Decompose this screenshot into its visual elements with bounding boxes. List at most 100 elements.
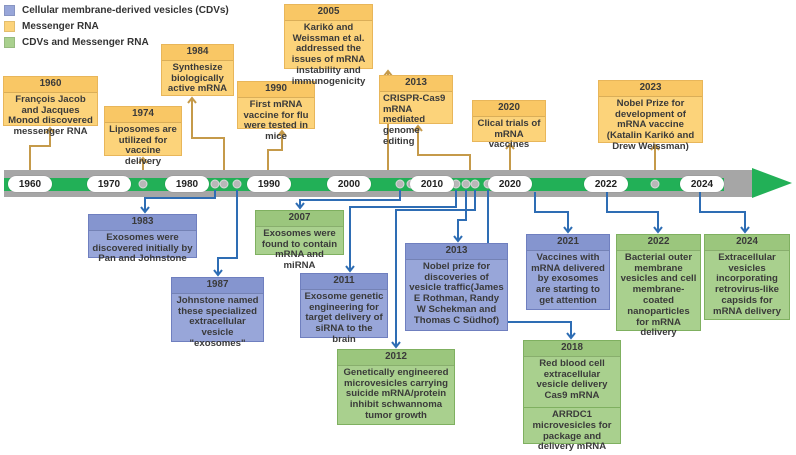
event-year: 2020 (473, 101, 545, 117)
connector-2011 (349, 190, 457, 271)
connector-2007 (299, 190, 401, 208)
legend-label-cdv: Cellular membrane-derived vesicles (CDVs… (22, 4, 229, 16)
timeline-arrow-head (752, 168, 792, 198)
event-year: 2024 (705, 235, 789, 251)
connector-2013-crispr (417, 126, 471, 170)
event-card-2018: 2018 Red blood cell extracellular vesicl… (523, 340, 621, 452)
event-year: 1987 (172, 278, 263, 294)
connector-2013-nobel (457, 190, 467, 241)
connector-1990 (267, 131, 283, 170)
event-year: 1983 (89, 215, 196, 231)
legend-swatch-cdv (4, 4, 15, 16)
timeline-event-dot (210, 179, 220, 189)
event-text: Extracellular vesicles incorporating ret… (713, 251, 781, 317)
event-card-2024: 2024 Extracellular vesicles incorporatin… (704, 234, 790, 320)
connector-1984 (191, 98, 225, 170)
event-year: 2018 (524, 341, 620, 357)
legend-item-cdv: Cellular membrane-derived vesicles (CDVs… (4, 2, 229, 18)
arrow-down-icon (140, 206, 150, 214)
event-text: Exosome genetic engineering for target d… (304, 290, 384, 345)
arrow-up-icon (187, 96, 197, 104)
event-year: 1960 (4, 77, 97, 93)
event-text: First mRNA vaccine for flu were tested i… (243, 98, 309, 143)
event-card-2021: 2021 Vaccines with mRNA delivered by exo… (526, 234, 610, 310)
event-text-extra: ARRDC1 microvesicles for package and del… (524, 406, 620, 455)
connector-2021 (534, 192, 569, 232)
event-year: 2011 (301, 274, 387, 290)
connector-1960 (29, 128, 51, 170)
legend-item-mrna: Messenger RNA (4, 18, 229, 34)
arrow-up-icon (383, 69, 393, 77)
event-year: 2013 (406, 244, 507, 260)
event-year: 2023 (599, 81, 702, 97)
connector-1983 (144, 190, 216, 212)
legend-swatch-both (4, 36, 15, 48)
connector-2012 (395, 190, 476, 347)
timeline-event-dot (395, 179, 405, 189)
axis-label-2010: 2010 (410, 176, 454, 192)
arrow-up-icon (138, 156, 148, 164)
event-card-2005: 2005 Karikó and Weissman et al. addresse… (284, 4, 373, 87)
event-text: CRISPR-Cas9 mRNA mediated genome editing (383, 92, 446, 147)
event-year: 2012 (338, 350, 454, 366)
arrow-up-icon (45, 126, 55, 134)
event-text: Genetically engineered microvesicles car… (343, 366, 449, 421)
event-text: Liposomes are utilized for vaccine deliv… (109, 123, 177, 168)
event-year: 2007 (256, 211, 343, 227)
event-card-2012: 2012 Genetically engineered microvesicle… (337, 349, 455, 425)
axis-label-1960: 1960 (8, 176, 52, 192)
axis-label-2020: 2020 (488, 176, 532, 192)
axis-label-1970: 1970 (87, 176, 131, 192)
connector-2024 (699, 192, 746, 232)
event-year: 2013 (380, 76, 452, 92)
event-year: 1990 (238, 82, 314, 98)
timeline-event-dot (461, 179, 471, 189)
event-text: François Jacob and Jacques Monod discove… (8, 93, 93, 138)
event-text: Bacterial outer membrane vesicles and ce… (620, 251, 697, 339)
arrow-down-icon (566, 332, 576, 340)
event-text: Nobel prize for discoveries of vesicle t… (409, 260, 504, 326)
legend-label-both: CDVs and Messenger RNA (22, 36, 149, 48)
event-text: Karikó and Weissman et al. addressed the… (291, 21, 366, 87)
arrow-up-icon (413, 124, 423, 132)
legend-label-mrna: Messenger RNA (22, 20, 99, 32)
axis-label-2024: 2024 (680, 176, 724, 192)
event-year: 2021 (527, 235, 609, 251)
legend-swatch-mrna (4, 20, 15, 32)
event-year: 1984 (162, 45, 233, 61)
timeline-event-dot (650, 179, 660, 189)
arrow-down-icon (391, 341, 401, 349)
axis-label-1990: 1990 (247, 176, 291, 192)
axis-label-2000: 2000 (327, 176, 371, 192)
arrow-down-icon (740, 226, 750, 234)
event-card-1990: 1990 First mRNA vaccine for flu were tes… (237, 81, 315, 142)
event-text: Vaccines with mRNA delivered by exosomes… (531, 251, 605, 306)
event-card-2013-nobel: 2013 Nobel prize for discoveries of vesi… (405, 243, 508, 331)
arrow-up-icon (650, 143, 660, 151)
timeline-event-dot (219, 179, 229, 189)
event-text: Red blood cell extracellular vesicle del… (536, 357, 608, 402)
arrow-down-icon (563, 226, 573, 234)
arrow-down-icon (653, 226, 663, 234)
event-card-2011: 2011 Exosome genetic engineering for tar… (300, 273, 388, 345)
event-card-2007: 2007 Exosomes were found to contain mRNA… (255, 210, 344, 271)
event-card-2013-crispr: 2013 CRISPR-Cas9 mRNA mediated genome ed… (379, 75, 453, 147)
arrow-down-icon (213, 269, 223, 277)
event-card-2020: 2020 Clical trials of mRNA vaccines (472, 100, 546, 150)
arrow-up-icon (505, 142, 515, 150)
event-card-1974: 1974 Liposomes are utilized for vaccine … (104, 106, 182, 167)
arrow-down-icon (345, 265, 355, 273)
event-card-2022: 2022 Bacterial outer membrane vesicles a… (616, 234, 701, 338)
arrow-down-icon (295, 202, 305, 210)
event-year: 2005 (285, 5, 372, 21)
event-year: 2022 (617, 235, 700, 251)
event-card-1960: 1960 François Jacob and Jacques Monod di… (3, 76, 98, 137)
event-card-2023: 2023 Nobel Prize for development of mRNA… (598, 80, 703, 152)
connector-1987 (217, 190, 238, 275)
connector-2022 (606, 192, 659, 232)
event-text: Johnstone named these specialized extrac… (176, 294, 259, 349)
event-text: Clical trials of mRNA vaccines (477, 117, 541, 151)
legend-item-both: CDVs and Messenger RNA (4, 34, 229, 50)
event-card-1987: 1987 Johnstone named these specialized e… (171, 277, 264, 349)
arrow-up-icon (277, 129, 287, 137)
